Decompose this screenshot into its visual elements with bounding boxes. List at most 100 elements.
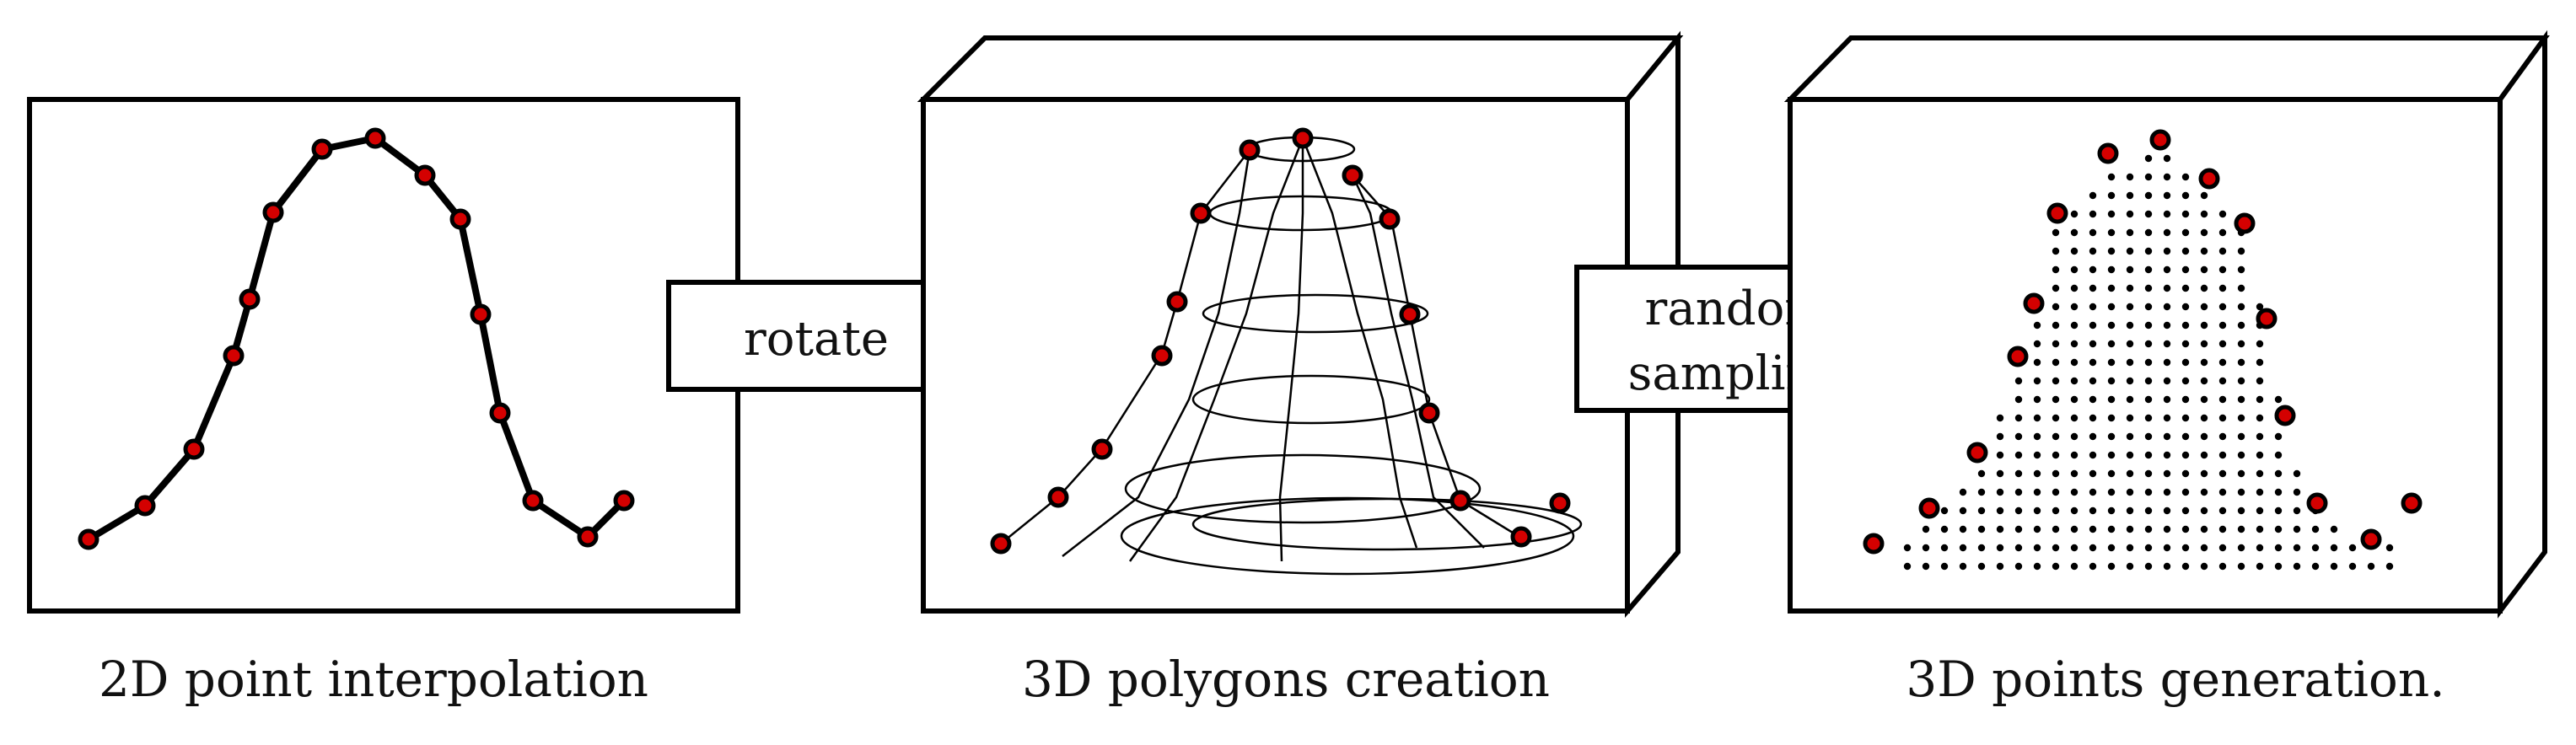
sampled-point bbox=[2107, 544, 2116, 552]
sampled-point bbox=[2126, 340, 2134, 348]
sampled-point bbox=[2126, 321, 2134, 330]
sampled-point bbox=[2070, 284, 2079, 292]
box-3d-frame bbox=[917, 30, 1684, 619]
sampled-point bbox=[2163, 265, 2171, 274]
sampled-point bbox=[2163, 321, 2171, 330]
sampled-point bbox=[2218, 228, 2227, 237]
sampled-point bbox=[2163, 173, 2171, 181]
sampled-point bbox=[2181, 358, 2190, 367]
sampled-point bbox=[2256, 303, 2264, 311]
control-point bbox=[449, 208, 471, 230]
sampled-point bbox=[2126, 469, 2134, 478]
sampled-points-grid bbox=[1903, 154, 2394, 571]
sampled-point bbox=[2052, 506, 2060, 515]
control-point bbox=[1918, 497, 1940, 519]
sampled-point bbox=[2052, 247, 2060, 255]
sampled-point bbox=[2218, 506, 2227, 515]
polygon-ring bbox=[1191, 374, 1431, 425]
sampled-point bbox=[2181, 340, 2190, 348]
sampled-point bbox=[2052, 395, 2060, 404]
sampled-point bbox=[2033, 506, 2041, 515]
sampled-point bbox=[2052, 562, 2060, 571]
sampled-point bbox=[2163, 340, 2171, 348]
control-point bbox=[2401, 492, 2423, 514]
sampled-point bbox=[2070, 247, 2079, 255]
sampled-point bbox=[2052, 469, 2060, 478]
sampled-point bbox=[2052, 321, 2060, 330]
sampled-point bbox=[2181, 395, 2190, 404]
sampled-point bbox=[2256, 377, 2264, 385]
sampled-point bbox=[2144, 506, 2153, 515]
sampled-point bbox=[2218, 303, 2227, 311]
caption-2d-point-interpolation: 2D point interpolation bbox=[99, 651, 648, 708]
sampled-point bbox=[1922, 525, 1930, 533]
control-point bbox=[1151, 345, 1173, 367]
sampled-point bbox=[1959, 544, 1967, 552]
control-point bbox=[1418, 402, 1440, 424]
sampled-point bbox=[2107, 303, 2116, 311]
sampled-point bbox=[2256, 562, 2264, 571]
sampled-point bbox=[2200, 321, 2208, 330]
sampled-point bbox=[2200, 432, 2208, 441]
sampled-point bbox=[1977, 544, 1986, 552]
sampled-point bbox=[2052, 358, 2060, 367]
sampled-point bbox=[2293, 544, 2301, 552]
sampled-point bbox=[2089, 488, 2097, 496]
sampled-point bbox=[2163, 506, 2171, 515]
sampled-point bbox=[2181, 284, 2190, 292]
polygon-ring bbox=[1202, 293, 1429, 334]
sampled-point bbox=[2200, 265, 2208, 274]
sampled-point bbox=[2014, 469, 2023, 478]
sampled-point bbox=[2070, 451, 2079, 459]
sampled-point bbox=[2107, 377, 2116, 385]
sampled-point bbox=[2237, 469, 2245, 478]
control-point bbox=[1047, 486, 1069, 508]
sampled-point bbox=[2144, 432, 2153, 441]
sampled-point bbox=[2163, 544, 2171, 552]
sampled-point bbox=[2014, 562, 2023, 571]
sampled-point bbox=[2144, 154, 2153, 163]
sampled-point bbox=[2237, 432, 2245, 441]
sampled-point bbox=[2144, 321, 2153, 330]
sampled-point bbox=[2218, 358, 2227, 367]
control-point bbox=[2007, 346, 2029, 367]
sampled-point bbox=[2181, 321, 2190, 330]
sampled-point bbox=[2163, 284, 2171, 292]
sampled-point bbox=[2089, 340, 2097, 348]
sampled-point bbox=[2126, 247, 2134, 255]
polygon-ring bbox=[1124, 453, 1482, 524]
sampled-point bbox=[2256, 414, 2264, 422]
control-point bbox=[262, 201, 284, 223]
sampled-point bbox=[2163, 154, 2171, 163]
control-point bbox=[1091, 438, 1113, 460]
sampled-point bbox=[2089, 395, 2097, 404]
sampled-point bbox=[1959, 488, 1967, 496]
sampled-point bbox=[2126, 377, 2134, 385]
sampled-point bbox=[2256, 451, 2264, 459]
sampled-point bbox=[2200, 228, 2208, 237]
sampled-point bbox=[2237, 506, 2245, 515]
sampled-point bbox=[2107, 469, 2116, 478]
sampled-point bbox=[2107, 414, 2116, 422]
mesh-points bbox=[990, 127, 1571, 555]
sampled-point bbox=[2070, 488, 2079, 496]
sampled-point bbox=[2293, 488, 2301, 496]
control-point bbox=[223, 345, 245, 367]
sampled-point bbox=[2014, 377, 2023, 385]
sampled-point bbox=[2218, 562, 2227, 571]
sampled-point bbox=[2293, 506, 2301, 515]
sampled-point bbox=[2089, 284, 2097, 292]
sampled-point bbox=[2144, 210, 2153, 218]
sampled-point bbox=[2070, 265, 2079, 274]
sampled-point bbox=[2052, 451, 2060, 459]
sampled-point bbox=[2181, 247, 2190, 255]
sampled-point bbox=[2126, 265, 2134, 274]
sampled-point bbox=[2181, 210, 2190, 218]
control-point bbox=[613, 490, 635, 512]
control-point bbox=[522, 490, 544, 512]
sampled-point bbox=[2237, 358, 2245, 367]
sampled-point bbox=[2181, 544, 2190, 552]
sampled-point bbox=[2089, 544, 2097, 552]
sampled-point bbox=[2107, 340, 2116, 348]
sampled-point bbox=[2070, 377, 2079, 385]
